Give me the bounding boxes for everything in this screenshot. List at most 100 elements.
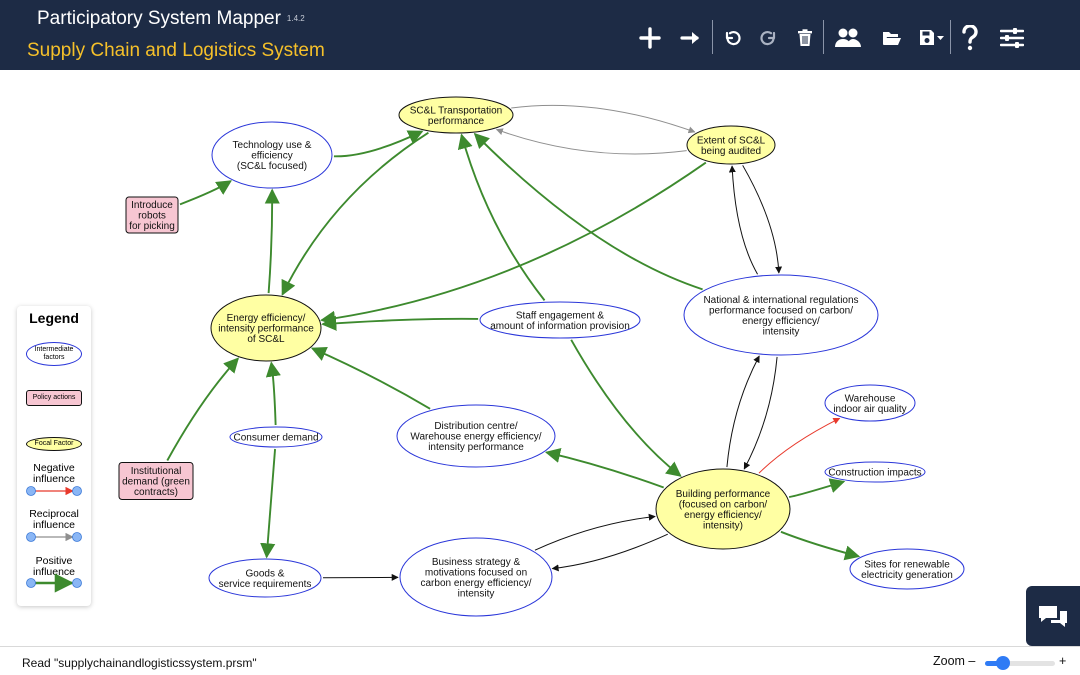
link-sclt-to-energy[interactable] — [281, 131, 429, 296]
factor-goods-label: Goods & — [246, 568, 285, 579]
arrow-right-icon — [680, 32, 699, 44]
link-consumer-to-energy[interactable] — [265, 361, 281, 426]
factor-staff-shape — [479, 301, 641, 339]
link-building-to-renewable[interactable] — [780, 530, 861, 561]
status-message: Read "supplychainandlogisticssystem.prsm… — [22, 656, 257, 670]
legend-policy-sample: Policy actions — [26, 390, 82, 406]
link-building-to-construction[interactable] — [788, 478, 846, 498]
link-building-to-regs[interactable] — [726, 355, 760, 468]
factor-regs[interactable]: National & international regulationsperf… — [683, 274, 879, 356]
status-bar: Read "supplychainandlogisticssystem.prsm… — [0, 646, 1080, 675]
link-staff-to-sclt[interactable] — [457, 133, 546, 301]
factor-tech-label: efficiency — [251, 151, 293, 162]
factor-building-shape — [655, 468, 791, 550]
factor-regs-shape — [683, 274, 879, 356]
factor-audit-label: being audited — [701, 146, 761, 157]
link-building-to-warehouse_air[interactable] — [758, 417, 841, 474]
factor-institutional-shape — [118, 462, 194, 500]
link-regs-to-sclt[interactable] — [473, 132, 703, 291]
zoom-label: Zoom – — [933, 654, 976, 668]
factor-dc[interactable]: Distribution centre/Warehouse energy eff… — [396, 404, 556, 468]
factor-business-label: carbon energy efficiency/ — [421, 578, 532, 589]
link-audit-to-regs[interactable] — [742, 165, 783, 274]
factor-building[interactable]: Building performance(focused on carbon/e… — [655, 468, 791, 550]
factor-business[interactable]: Business strategy &motivations focused o… — [399, 537, 553, 617]
legend-node-dot — [72, 486, 82, 496]
factor-tech-label: Technology use & — [233, 140, 312, 151]
legend-node-dot — [72, 532, 82, 542]
factor-energy-shape — [210, 294, 322, 362]
chat-button[interactable] — [1026, 586, 1080, 646]
legend-node-dot — [26, 578, 36, 588]
factor-audit-shape — [686, 125, 776, 165]
factor-audit-label: Extent of SC&L — [697, 135, 766, 146]
legend-arrows — [26, 486, 82, 593]
map-title[interactable]: Supply Chain and Logistics System — [27, 40, 325, 61]
link-business-to-building[interactable] — [534, 513, 656, 551]
delete-button[interactable] — [787, 18, 823, 58]
factor-regs-label: National & international regulations — [703, 295, 858, 306]
link-sclt-to-audit[interactable] — [511, 104, 696, 134]
factor-goods[interactable]: Goods &service requirements — [208, 558, 322, 598]
legend-panel[interactable]: Legend Intermediate factors Policy actio… — [17, 306, 91, 606]
factor-construction-shape — [824, 461, 926, 483]
factor-institutional-label: Institutional — [131, 466, 182, 477]
factor-renewable-label: electricity generation — [861, 570, 953, 581]
link-building-to-dc[interactable] — [544, 447, 665, 489]
link-consumer-to-goods[interactable] — [260, 448, 277, 559]
link-regs-to-building[interactable] — [743, 356, 778, 470]
save-menu-button[interactable] — [914, 18, 950, 58]
zoom-slider-handle[interactable] — [995, 656, 1010, 670]
link-building-to-business[interactable] — [551, 533, 668, 572]
help-icon — [962, 25, 978, 51]
factor-renewable-shape — [849, 548, 965, 590]
open-file-button[interactable] — [874, 18, 910, 58]
zoom-slider[interactable] — [985, 661, 1055, 666]
link-energy-to-tech[interactable] — [264, 188, 280, 294]
factor-energy[interactable]: Energy efficiency/intensity performanceo… — [210, 294, 322, 362]
factor-staff[interactable]: Staff engagement &amount of information … — [479, 301, 641, 339]
factor-consumer[interactable]: Consumer demand — [229, 426, 323, 448]
link-institutional-to-energy[interactable] — [166, 357, 240, 461]
add-link-button[interactable] — [673, 18, 709, 58]
link-robots-to-tech[interactable] — [179, 180, 232, 206]
settings-button[interactable] — [994, 18, 1030, 58]
factor-staff-label: Staff engagement & — [516, 310, 605, 321]
trash-icon — [798, 29, 812, 46]
legend-positive-label: Positive influence — [32, 555, 76, 578]
users-icon — [835, 28, 861, 47]
factor-energy-label: Energy efficiency/ — [227, 313, 306, 324]
link-staff-to-building[interactable] — [570, 339, 682, 477]
link-audit-to-sclt[interactable] — [495, 128, 687, 155]
redo-button[interactable] — [751, 18, 787, 58]
factor-construction[interactable]: Construction impacts — [824, 461, 926, 483]
add-factor-button[interactable] — [632, 18, 668, 58]
toolbar-separator — [950, 20, 951, 54]
legend-node-dot — [26, 486, 36, 496]
factor-tech-shape — [211, 121, 333, 189]
link-dc-to-energy[interactable] — [310, 346, 431, 410]
link-staff-to-energy[interactable] — [321, 315, 479, 331]
undo-button[interactable] — [714, 18, 750, 58]
factor-building-label: energy efficiency/ — [684, 510, 762, 521]
help-button[interactable] — [952, 18, 988, 58]
link-tech-to-sclt[interactable] — [333, 130, 424, 158]
share-button[interactable] — [830, 18, 866, 58]
factor-goods-shape — [208, 558, 322, 598]
factor-energy-label: of SC&L — [247, 334, 285, 345]
factor-tech[interactable]: Technology use &efficiency(SC&L focused) — [211, 121, 333, 189]
link-regs-to-audit[interactable] — [728, 165, 758, 275]
factor-warehouse_air-shape — [824, 384, 916, 422]
undo-icon — [725, 30, 741, 46]
factor-regs-label: performance focused on carbon/ — [709, 305, 853, 316]
link-audit-to-energy[interactable] — [320, 161, 707, 326]
